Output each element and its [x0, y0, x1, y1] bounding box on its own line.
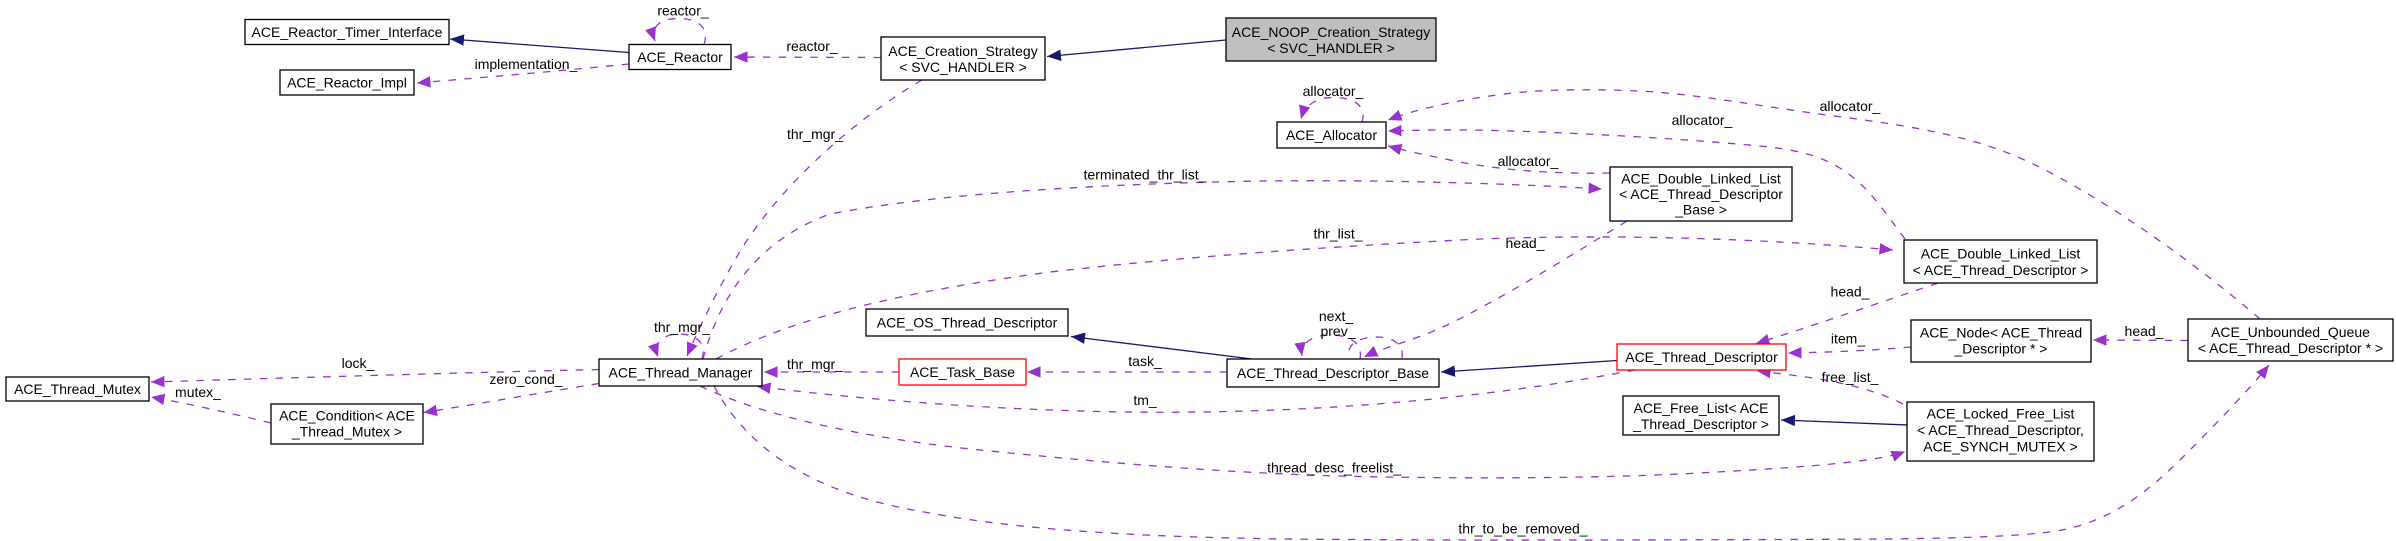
- svg-text:< SVC_HANDLER >: < SVC_HANDLER >: [899, 59, 1027, 75]
- svg-text:ACE_Allocator: ACE_Allocator: [1286, 127, 1377, 143]
- svg-text:ACE_Thread_Descriptor: ACE_Thread_Descriptor: [1625, 349, 1778, 365]
- svg-text:allocator_: allocator_: [1672, 112, 1733, 128]
- svg-text:ACE_Thread_Descriptor_Base: ACE_Thread_Descriptor_Base: [1237, 365, 1429, 381]
- svg-text:< ACE_Thread_Descriptor >: < ACE_Thread_Descriptor >: [1913, 262, 2089, 278]
- svg-text:next_: next_: [1319, 308, 1353, 324]
- svg-text:ACE_SYNCH_MUTEX >: ACE_SYNCH_MUTEX >: [1923, 439, 2077, 455]
- svg-text:head_: head_: [2125, 323, 2164, 339]
- svg-text:< SVC_HANDLER >: < SVC_HANDLER >: [1267, 40, 1395, 56]
- svg-text:lock_: lock_: [342, 355, 375, 371]
- svg-text:ACE_Task_Base: ACE_Task_Base: [910, 364, 1015, 380]
- svg-text:mutex_: mutex_: [175, 384, 221, 400]
- svg-text:_Thread_Descriptor >: _Thread_Descriptor >: [1632, 416, 1769, 432]
- svg-text:ACE_Node< ACE_Thread: ACE_Node< ACE_Thread: [1920, 325, 2082, 341]
- svg-text:item_: item_: [1831, 331, 1865, 347]
- svg-text:ACE_Double_Linked_List: ACE_Double_Linked_List: [1921, 246, 2081, 262]
- svg-text:task_: task_: [1128, 353, 1162, 369]
- svg-text:head_: head_: [1831, 284, 1870, 300]
- svg-text:ACE_Double_Linked_List: ACE_Double_Linked_List: [1621, 170, 1781, 186]
- svg-text:ACE_NOOP_Creation_Strategy: ACE_NOOP_Creation_Strategy: [1232, 24, 1430, 40]
- svg-text:head_: head_: [1506, 235, 1545, 251]
- svg-text:allocator_: allocator_: [1498, 153, 1559, 169]
- svg-text:thr_mgr_: thr_mgr_: [787, 126, 843, 142]
- svg-text:ACE_Reactor_Timer_Interface: ACE_Reactor_Timer_Interface: [252, 24, 443, 40]
- svg-text:ACE_Reactor: ACE_Reactor: [637, 49, 723, 65]
- svg-text:ACE_Thread_Manager: ACE_Thread_Manager: [609, 365, 753, 381]
- svg-text:free_list_: free_list_: [1822, 369, 1879, 385]
- svg-text:reactor_: reactor_: [657, 3, 709, 19]
- svg-text:tm_: tm_: [1133, 392, 1157, 408]
- svg-text:_Descriptor * >: _Descriptor * >: [1954, 340, 2048, 356]
- svg-text:ACE_Creation_Strategy: ACE_Creation_Strategy: [888, 43, 1037, 59]
- svg-text:< ACE_Thread_Descriptor: < ACE_Thread_Descriptor: [1619, 186, 1783, 202]
- svg-text:zero_cond_: zero_cond_: [489, 371, 562, 387]
- svg-text:_Base >: _Base >: [1674, 202, 1727, 218]
- svg-text:thread_desc_freelist_: thread_desc_freelist_: [1267, 460, 1401, 476]
- svg-text:allocator_: allocator_: [1303, 83, 1364, 99]
- svg-text:thr_list_: thr_list_: [1313, 226, 1362, 242]
- svg-text:ACE_Condition< ACE: ACE_Condition< ACE: [279, 408, 415, 424]
- svg-text:allocator_: allocator_: [1820, 98, 1881, 114]
- svg-text:ACE_Locked_Free_List: ACE_Locked_Free_List: [1927, 406, 2075, 422]
- svg-text:ACE_Thread_Mutex: ACE_Thread_Mutex: [14, 381, 141, 397]
- svg-text:ACE_Unbounded_Queue: ACE_Unbounded_Queue: [2211, 324, 2370, 340]
- svg-text:prev_: prev_: [1320, 323, 1355, 339]
- svg-text:_Thread_Mutex >: _Thread_Mutex >: [291, 423, 402, 439]
- svg-text:reactor_: reactor_: [786, 38, 838, 54]
- svg-text:< ACE_Thread_Descriptor,: < ACE_Thread_Descriptor,: [1917, 422, 2084, 438]
- svg-text:thr_mgr_: thr_mgr_: [654, 319, 710, 335]
- svg-text:ACE_Reactor_Impl: ACE_Reactor_Impl: [287, 75, 407, 91]
- svg-text:ACE_Free_List< ACE: ACE_Free_List< ACE: [1633, 400, 1768, 416]
- svg-text:implementation_: implementation_: [475, 56, 578, 72]
- svg-text:< ACE_Thread_Descriptor * >: < ACE_Thread_Descriptor * >: [2198, 340, 2383, 356]
- svg-text:terminated_thr_list_: terminated_thr_list_: [1084, 167, 1207, 183]
- svg-text:thr_to_be_removed_: thr_to_be_removed_: [1458, 521, 1587, 537]
- svg-text:ACE_OS_Thread_Descriptor: ACE_OS_Thread_Descriptor: [877, 315, 1058, 331]
- svg-text:thr_mgr_: thr_mgr_: [787, 356, 843, 372]
